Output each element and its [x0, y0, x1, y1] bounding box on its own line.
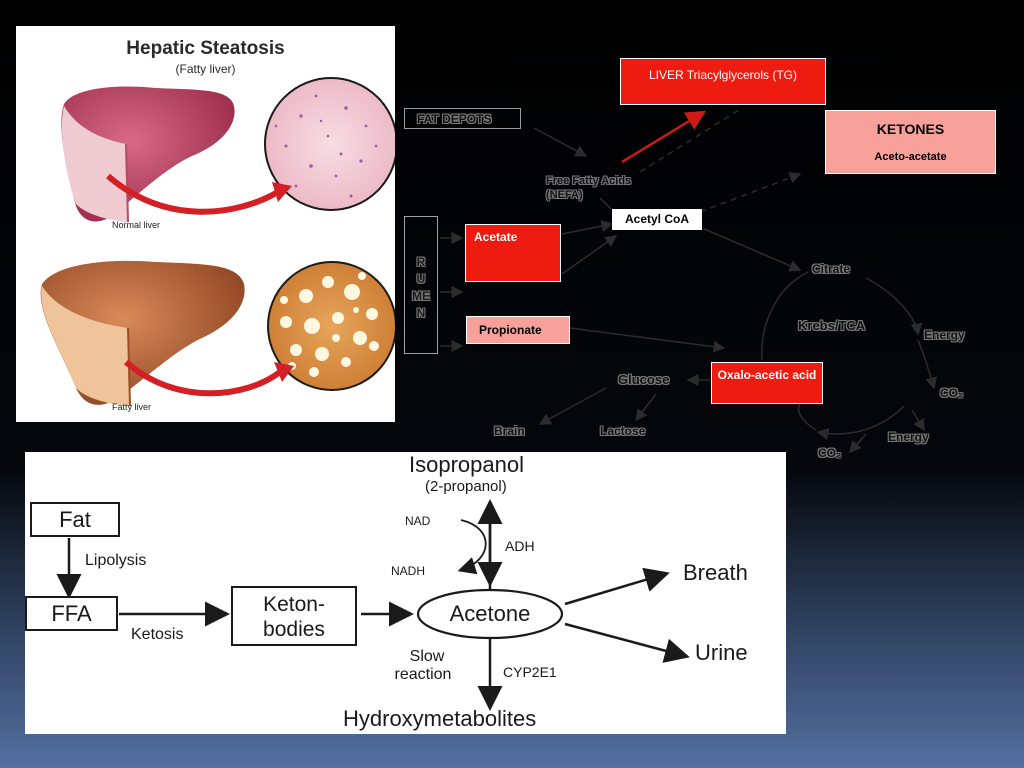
citrate-label: Citrate [812, 262, 851, 276]
lipolysis-label: Lipolysis [85, 552, 147, 569]
oxaloacetic-acid-box: Oxalo-acetic acid [711, 362, 823, 404]
fat-droplets [280, 272, 379, 377]
rumen-letter: N [416, 306, 426, 320]
lactose-label: Lactose [600, 424, 646, 438]
slow-label: Slow [409, 648, 445, 665]
co2-label: CO₂ [940, 386, 964, 400]
ketones-title: KETONES [876, 121, 945, 137]
energy-label-2: Energy [888, 430, 929, 444]
brain-label: Brain [494, 424, 525, 438]
reaction-label: reaction [394, 666, 452, 683]
ketone-bodies-box: Keton- bodies [231, 586, 357, 646]
normal-arrow-icon [106, 173, 280, 215]
nadh-label: NADH [391, 564, 426, 578]
acetone-pathway-diagram: Isopropanol (2-propanol) NAD NADH ADH Fa… [25, 452, 786, 734]
propionate-box: Propionate [466, 316, 570, 344]
isopropanol-sub-label: (2-propanol) [425, 478, 507, 495]
ketosis-label: Ketosis [131, 626, 184, 643]
rumen-letter: U [416, 272, 426, 286]
normal-liver-icon [61, 86, 235, 223]
cyp2e1-label: CYP2E1 [503, 664, 557, 680]
fatty-liver-caption: Fatty liver [112, 402, 152, 412]
liver-panel-subtitle: (Fatty liver) [175, 62, 236, 76]
fat-depots-label: FAT DEPOTS [417, 112, 492, 126]
glucose-label: Glucose [618, 372, 670, 387]
ffa-box: FFA [25, 596, 118, 631]
nad-label: NAD [405, 514, 431, 528]
ketones-subtitle: Aceto-acetate [874, 151, 947, 163]
co2-label-2: CO₂ [818, 446, 842, 460]
hepatic-steatosis-illustration: Hepatic Steatosis (Fatty liver) [16, 26, 395, 422]
rumen-letter: R [416, 255, 426, 269]
fatty-arrow-icon [124, 359, 282, 397]
acetone-label: Acetone [449, 601, 531, 626]
ketone-bodies-line-2: bodies [263, 618, 325, 641]
acetone-arrows [56, 499, 690, 711]
energy-label: Energy [924, 328, 965, 342]
liver-drawings [40, 77, 395, 407]
urine-label: Urine [695, 640, 748, 665]
metabolism-arrows [440, 107, 937, 454]
adh-label: ADH [505, 538, 535, 554]
acetate-box: Acetate [465, 224, 561, 282]
acetyl-coa-box: Acetyl CoA [611, 208, 703, 231]
krebs-tca-label: Krebs/TCA [798, 318, 866, 333]
ketones-box: KETONES Aceto-acetate [825, 110, 996, 174]
rumen-label: R U ME N [404, 254, 438, 322]
normal-tissue-dots [274, 94, 378, 198]
normal-liver-caption: Normal liver [112, 220, 161, 230]
rumen-box [404, 216, 438, 354]
liver-tg-box: LIVER Triacylglycerols (TG) [620, 58, 826, 105]
fat-depots-box: FAT DEPOTS [404, 108, 521, 129]
rumen-letter: ME [412, 289, 430, 303]
normal-liver-tissue-icon [264, 77, 395, 211]
hydroxymetabolites-label: Hydroxymetabolites [343, 706, 537, 731]
free-fatty-acids-label: Free Fatty Acids (NEFA) [546, 175, 632, 201]
breath-label: Breath [683, 560, 748, 585]
isopropanol-label: Isopropanol [409, 452, 524, 477]
ketone-bodies-line-1: Keton- [263, 593, 325, 616]
acetone-ellipse [416, 588, 564, 640]
liver-panel-title: Hepatic Steatosis [126, 38, 285, 59]
fat-box: Fat [30, 502, 120, 537]
